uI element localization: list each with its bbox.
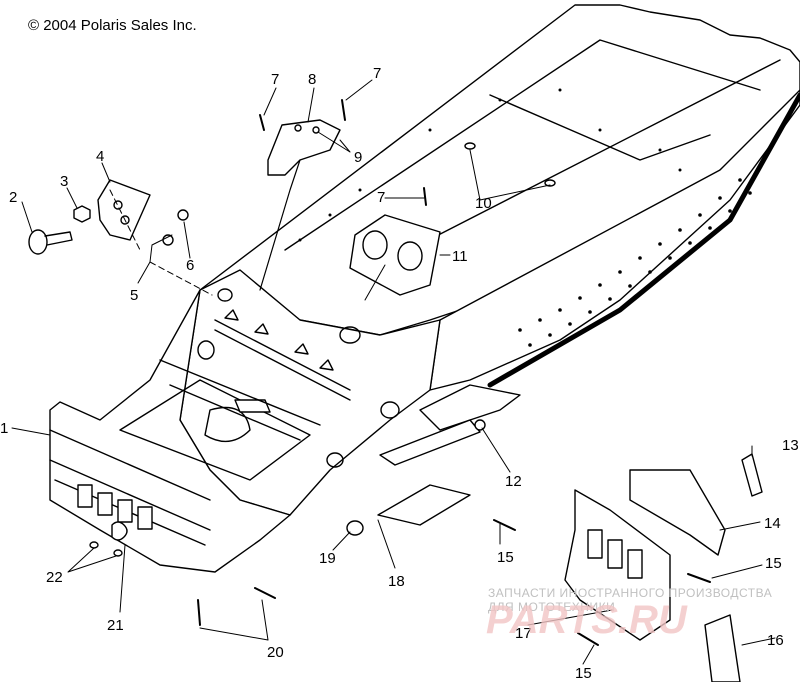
callout-20: 20: [267, 644, 284, 661]
leader-lines: [11, 79, 776, 665]
callout-21: 21: [107, 617, 124, 634]
bracket-4: [97, 179, 151, 241]
pin-7-left: [259, 114, 265, 131]
callout-4: 4: [96, 148, 105, 165]
callout-3: 3: [60, 173, 69, 190]
rivet-20: [197, 599, 201, 626]
bulkhead-inner-plate: [159, 359, 321, 441]
callout-12: 12: [505, 473, 522, 490]
callout-10: 10: [475, 195, 492, 212]
side-hole: [197, 340, 215, 360]
tunnel-hole: [464, 142, 476, 150]
bracket-8: [267, 119, 341, 176]
callout-16: 16: [767, 632, 784, 649]
rivet-15: [493, 519, 516, 531]
callout-22: 22: [46, 569, 63, 586]
callout-18: 18: [388, 573, 405, 590]
bulkhead-opening: [204, 406, 251, 443]
callout-7b: 7: [373, 65, 382, 82]
side-hole: [380, 401, 400, 419]
tunnel-hole: [544, 179, 556, 187]
rivet-15: [687, 573, 711, 583]
callout-17: 17: [515, 625, 532, 642]
grommet-22: [89, 541, 99, 549]
bracket-hole: [312, 126, 320, 134]
cross-shaft-2: [214, 329, 351, 401]
plug-12: [474, 419, 486, 431]
copyright-notice: © 2004 Polaris Sales Inc.: [28, 17, 197, 34]
footrest-bracket: [419, 384, 521, 431]
callout-1: 1: [0, 420, 9, 437]
fastener-21: [111, 521, 128, 541]
steering-mount: [234, 399, 271, 413]
callout-15b: 15: [497, 549, 514, 566]
running-board-mount: [379, 419, 481, 466]
callout-15c: 15: [575, 665, 592, 682]
heat-plate: [349, 214, 441, 296]
plug-19: [346, 520, 364, 536]
shaft-fittings: [224, 309, 334, 371]
bracket-hole: [113, 200, 123, 210]
bolt-2: [28, 229, 73, 255]
callout-9: 9: [354, 149, 363, 166]
plate-16: [704, 614, 741, 682]
callout-5: 5: [130, 287, 139, 304]
watermark-logo: PARTS.RU: [486, 598, 687, 642]
pin-7-right: [341, 99, 346, 121]
callout-6: 6: [186, 257, 195, 274]
tunnel-ridge-2: [489, 94, 711, 161]
callout-19: 19: [319, 550, 336, 567]
rail-edge: [487, 92, 800, 388]
tunnel-ridge: [284, 39, 761, 251]
bracket-hole: [294, 124, 302, 132]
rivet-20: [254, 587, 276, 599]
perforations: [298, 88, 752, 462]
side-hole: [339, 326, 361, 344]
nut-3: [73, 205, 91, 223]
callout-7a: 7: [271, 71, 280, 88]
tunnel-right-side: [429, 89, 800, 391]
bracket-hole: [120, 215, 130, 225]
screw-6: [162, 209, 189, 246]
side-hole: [326, 452, 344, 468]
side-hole: [217, 288, 233, 302]
callout-7c: 7: [377, 189, 386, 206]
bracket-14: [629, 469, 726, 556]
cross-shaft: [214, 319, 351, 391]
plate-18: [377, 484, 471, 526]
bulkhead-slots: [77, 484, 153, 530]
callout-14: 14: [764, 515, 781, 532]
callout-15a: 15: [765, 555, 782, 572]
bolt-13: [741, 453, 763, 497]
grommet-22: [113, 549, 123, 557]
callout-2: 2: [9, 189, 18, 206]
watermark-caption: ЗАПЧАСТИ ИНОСТРАННОГО ПРОИЗВОДСТВА ДЛЯ М…: [488, 586, 773, 614]
bracket-17-slots: [587, 529, 643, 579]
pin-7-mid: [423, 187, 427, 206]
callout-13: 13: [782, 437, 799, 454]
callout-11: 11: [452, 248, 468, 265]
rivet-15: [577, 632, 599, 646]
callout-8: 8: [308, 71, 317, 88]
bulkhead-floor: [119, 379, 311, 481]
